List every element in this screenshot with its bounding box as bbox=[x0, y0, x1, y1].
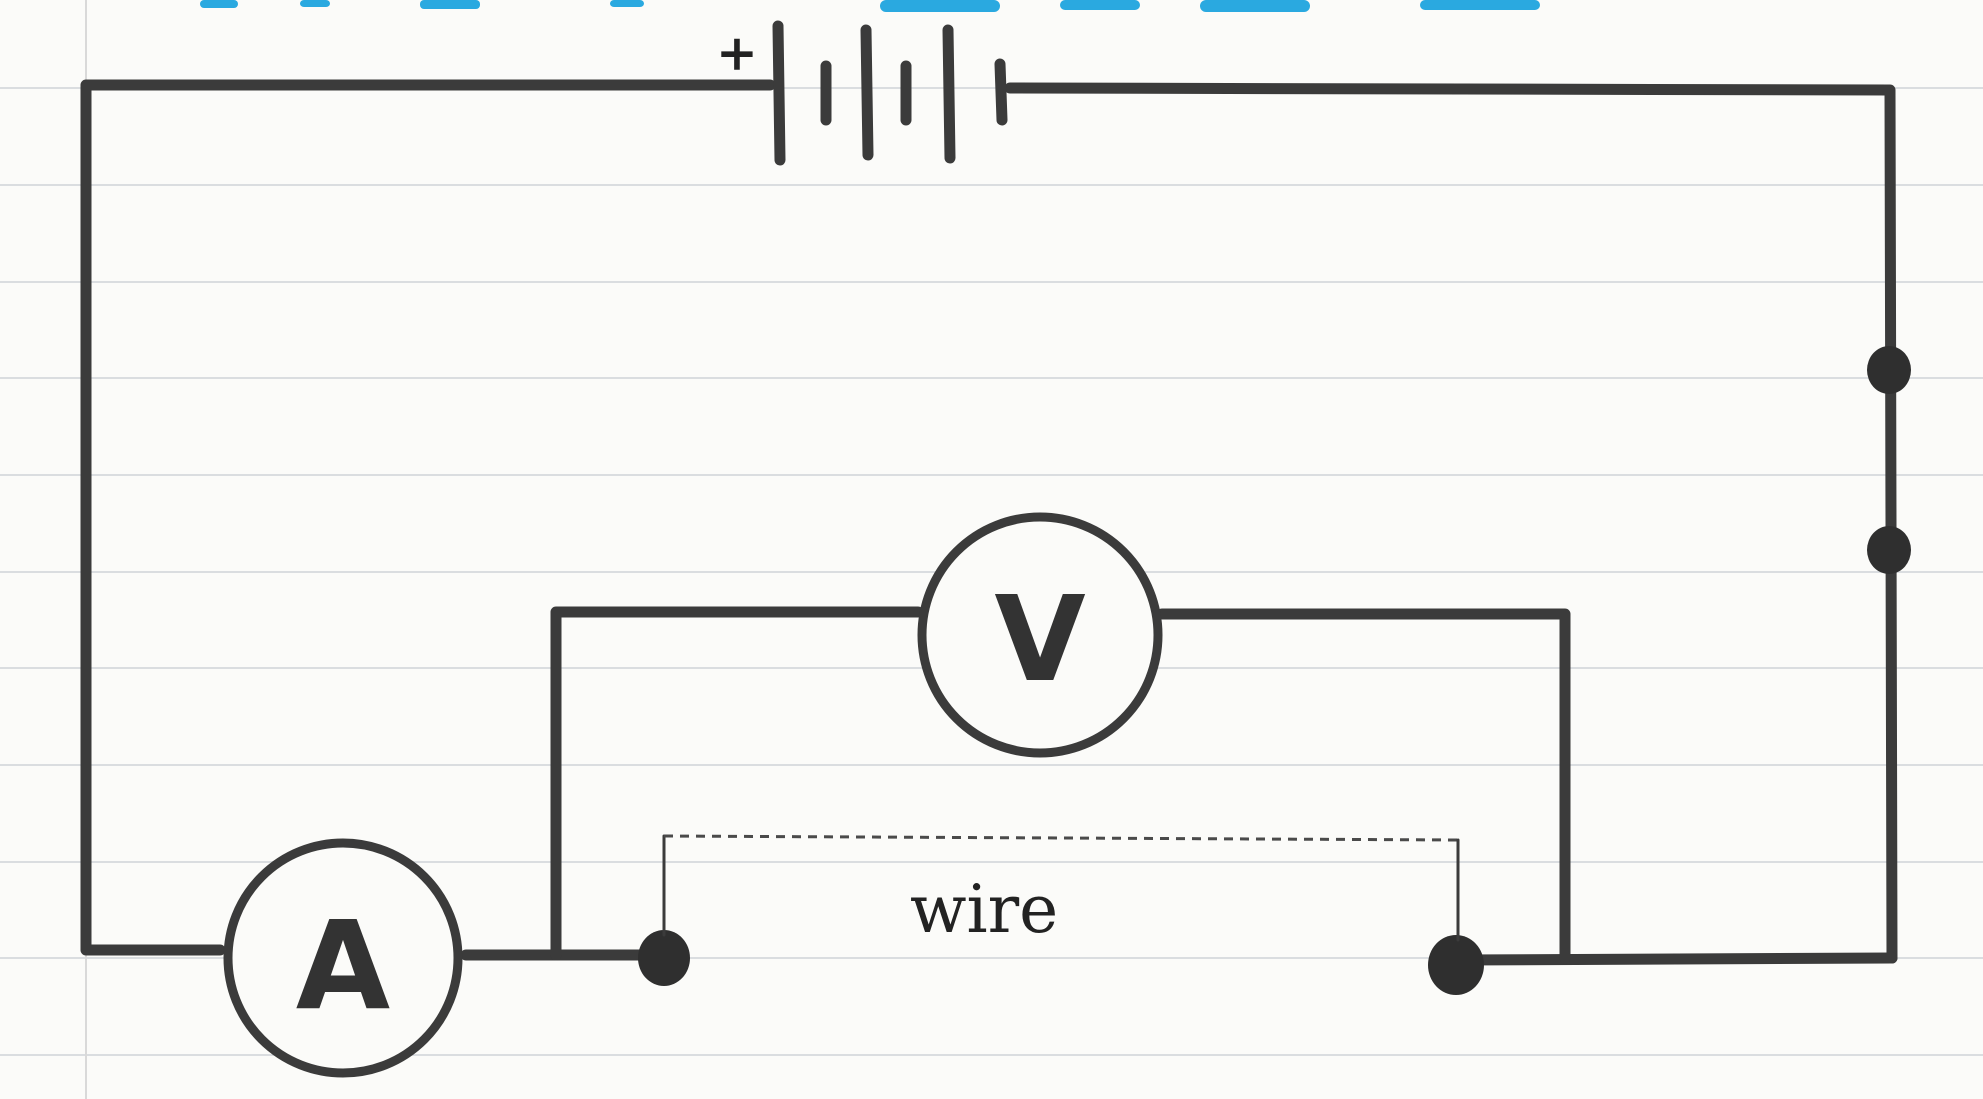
switch-contacts bbox=[1867, 346, 1911, 574]
battery-positive-sign: + bbox=[716, 23, 758, 82]
voltmeter: V bbox=[917, 512, 1163, 758]
circuit-wires bbox=[80, 79, 1898, 966]
cropped-title-ink bbox=[200, 0, 1540, 12]
right-terminal bbox=[1428, 935, 1484, 995]
voltmeter-label: V bbox=[994, 570, 1085, 708]
ammeter: A bbox=[223, 838, 463, 1078]
battery-symbol bbox=[772, 20, 1008, 166]
wire-label: wire bbox=[910, 871, 1058, 948]
test-wire bbox=[638, 834, 1484, 995]
left-terminal bbox=[638, 930, 690, 986]
ammeter-label: A bbox=[296, 895, 390, 1037]
